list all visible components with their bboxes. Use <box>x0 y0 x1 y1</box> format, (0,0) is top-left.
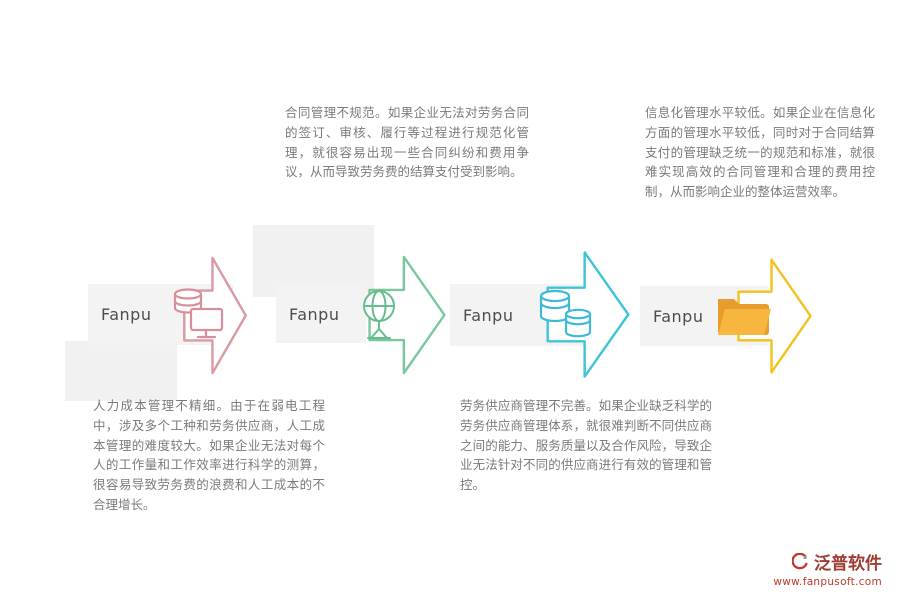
brand-website-link[interactable]: www.fanpusoft.com <box>773 576 882 588</box>
footer-brand-area: 泛普软件 www.fanpusoft.com <box>773 549 882 588</box>
stage-1-description: 人力成本管理不精细。由于在弱电工程中，涉及多个工种和劳务供应商，人工成本管理的难… <box>93 398 325 512</box>
database-monitor-icon <box>173 288 224 339</box>
stage-3-description: 劳务供应商管理不完善。如果企业缺乏科学的劳务供应商管理体系，就很难判断不同供应商… <box>460 398 712 492</box>
stage-4-description: 信息化管理水平较低。如果企业在信息化方面的管理水平较低，同时对于合同结算支付的管… <box>645 105 875 199</box>
stage-1-label: Fanpu <box>101 305 152 324</box>
stage-2-label: Fanpu <box>289 305 340 324</box>
stage-2-card: Fanpu <box>276 286 366 343</box>
database-stack-icon <box>539 289 592 338</box>
fanpu-logo-icon <box>792 552 808 569</box>
globe-network-icon <box>363 290 395 339</box>
arrow-right-icon <box>737 252 812 380</box>
stage-2-description: 合同管理不规范。如果企业无法对劳务合同的签订、审核、履行等过程进行规范化管理，就… <box>285 105 529 180</box>
folder-icon <box>718 299 771 335</box>
decor-block <box>253 225 374 297</box>
brand-name: 泛普软件 <box>814 554 882 574</box>
stage-3-label: Fanpu <box>463 305 514 325</box>
arrow-right-icon <box>368 249 446 381</box>
decor-block <box>65 341 177 401</box>
stage-4-label: Fanpu <box>653 306 704 326</box>
